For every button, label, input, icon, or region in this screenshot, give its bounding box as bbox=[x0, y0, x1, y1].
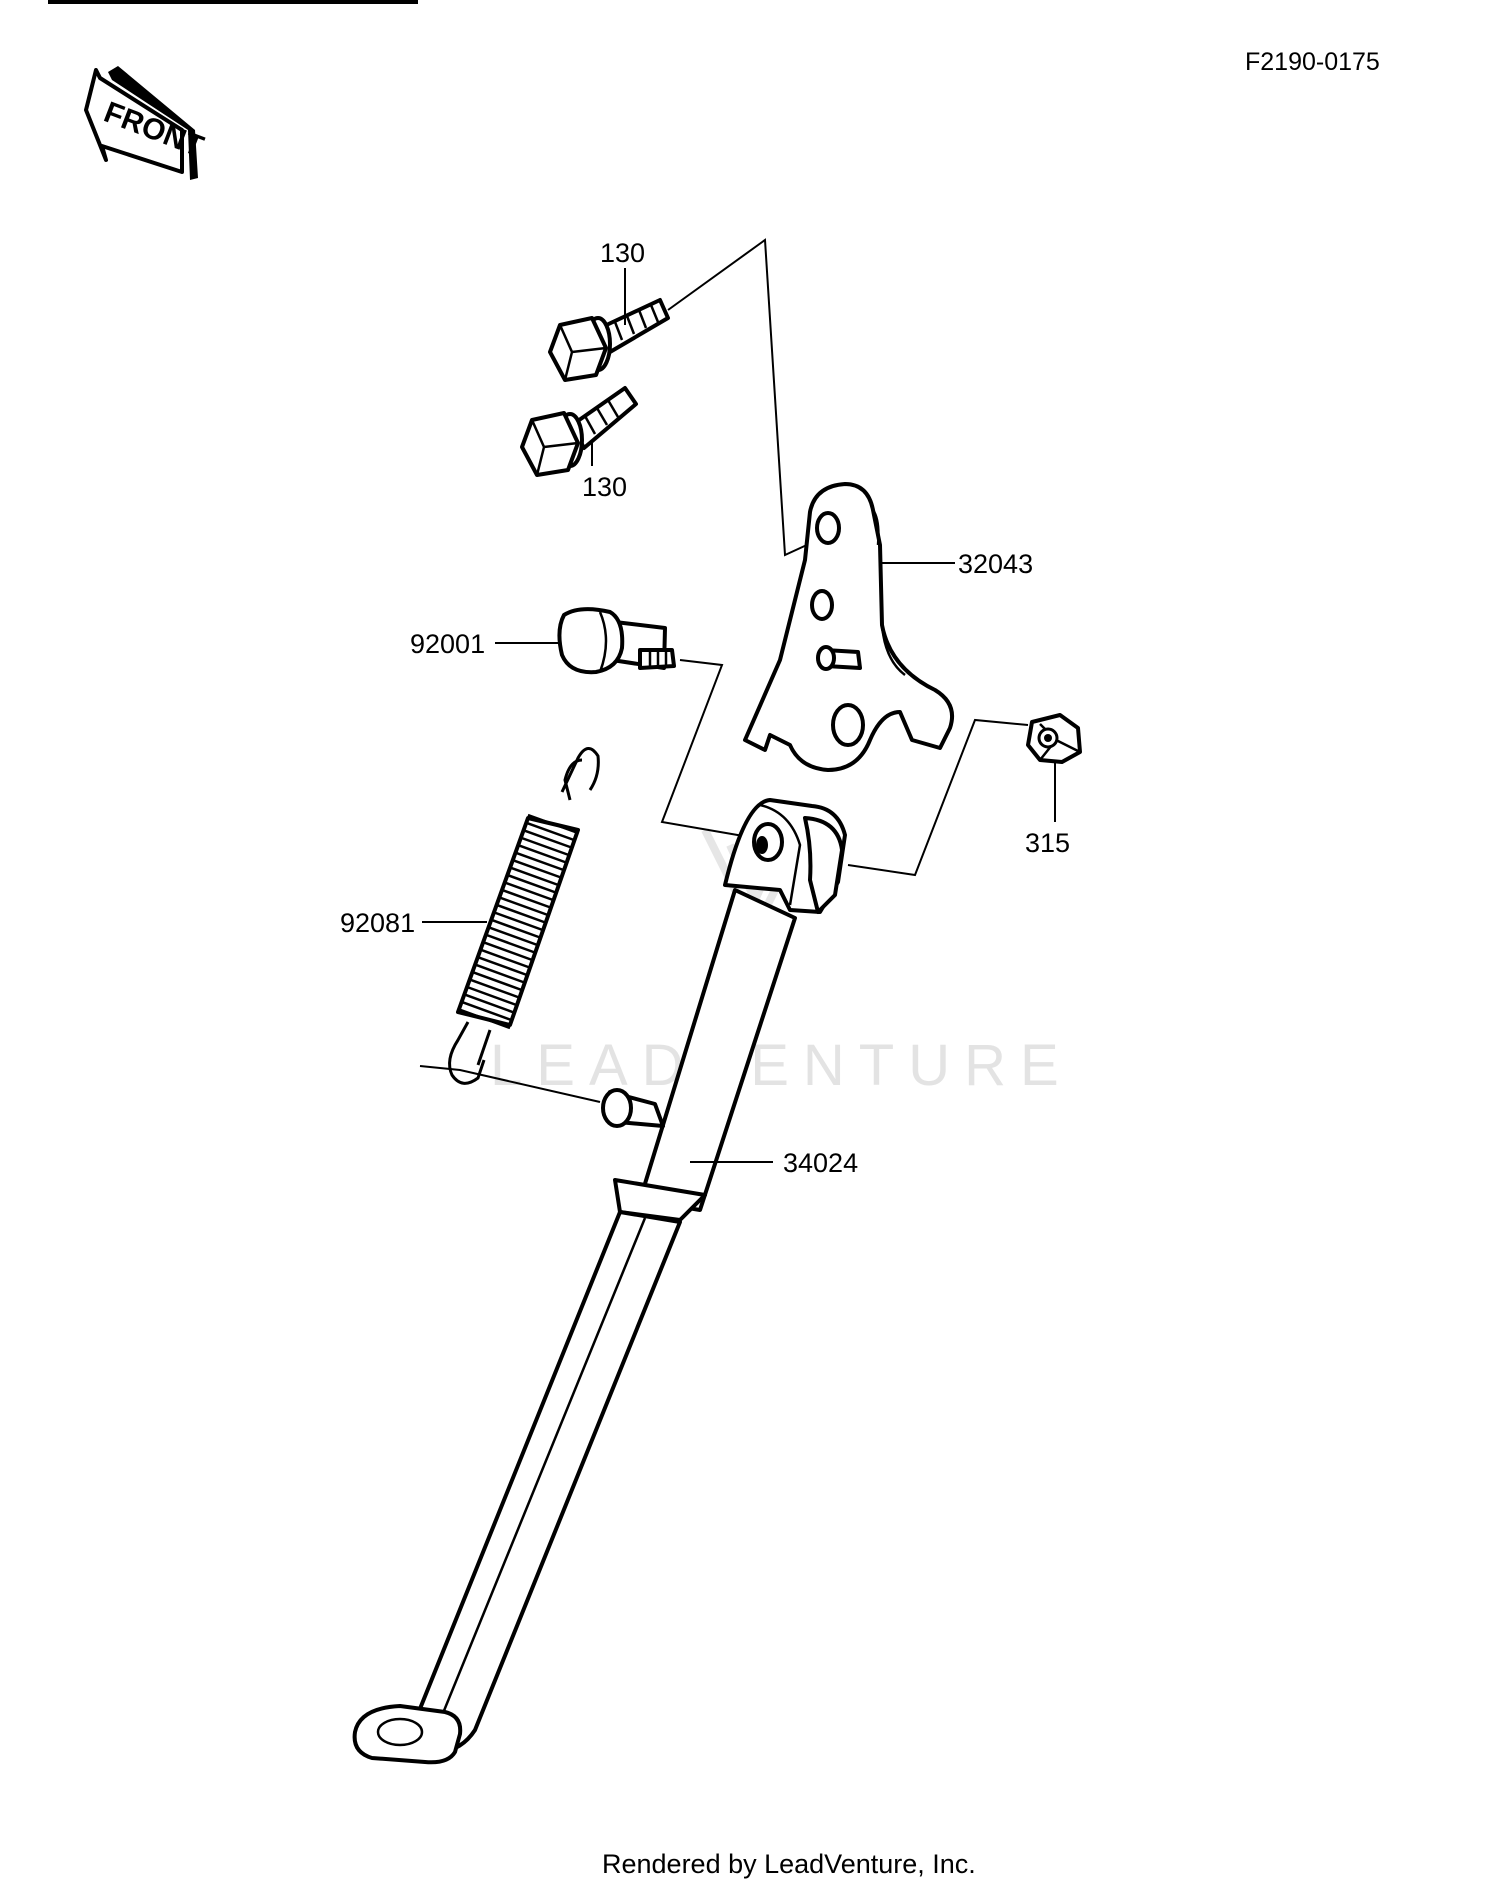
pivot-leader-line bbox=[660, 659, 756, 839]
nut-leader-line bbox=[847, 718, 1029, 877]
spring-winding bbox=[497, 895, 550, 917]
spring-winding bbox=[492, 910, 545, 932]
watermark: LEADVENTURE bbox=[490, 828, 1073, 1098]
callout-bolt-upper: 130 bbox=[600, 238, 645, 268]
spring-winding bbox=[524, 821, 576, 842]
spring-winding bbox=[503, 880, 555, 902]
side-stand-icon bbox=[352, 798, 847, 1765]
spring-winding bbox=[495, 903, 548, 925]
spring-icon bbox=[448, 747, 600, 1085]
spring-winding bbox=[462, 992, 516, 1015]
callout-bolt-lower: 130 bbox=[582, 472, 627, 502]
bolt-leader-line bbox=[667, 238, 823, 557]
bracket-icon bbox=[743, 482, 955, 772]
bolt-upper-icon bbox=[548, 298, 670, 382]
spring-winding bbox=[519, 836, 571, 857]
spring-winding bbox=[506, 873, 558, 895]
spring-winding bbox=[508, 866, 561, 887]
spring-winding bbox=[511, 858, 563, 880]
watermark-text: LEADVENTURE bbox=[490, 1033, 1073, 1098]
spring-winding bbox=[481, 940, 534, 962]
bolt-lower-icon bbox=[520, 386, 638, 477]
spring-winding bbox=[484, 933, 537, 955]
spring-winding bbox=[460, 1000, 514, 1022]
front-arrow-icon: FRONT bbox=[84, 66, 208, 180]
spring-winding bbox=[516, 843, 568, 865]
spring-winding bbox=[489, 918, 542, 940]
spring-winding bbox=[527, 813, 579, 835]
spring-winding bbox=[487, 925, 540, 947]
spring-winding bbox=[473, 963, 527, 985]
callout-spring: 92081 bbox=[340, 908, 415, 938]
pivot-bolt-icon bbox=[557, 607, 676, 675]
spring-winding bbox=[514, 851, 566, 872]
credit-text: Rendered by LeadVenture, Inc. bbox=[602, 1849, 976, 1879]
spring-winding bbox=[471, 970, 524, 992]
spring-winding bbox=[522, 828, 574, 850]
spring-winding bbox=[457, 1007, 511, 1030]
spring-winding bbox=[479, 948, 532, 970]
spring-winding bbox=[500, 888, 553, 910]
callout-pivot-bolt: 92001 bbox=[410, 629, 485, 659]
nut-icon bbox=[1026, 713, 1082, 764]
spring-winding bbox=[468, 977, 521, 1000]
spring-leader-line bbox=[419, 1065, 601, 1103]
callout-stand: 34024 bbox=[783, 1148, 858, 1178]
callout-bracket: 32043 bbox=[958, 549, 1033, 579]
spring-winding bbox=[465, 985, 519, 1007]
spring-winding bbox=[476, 955, 529, 977]
reference-code: F2190-0175 bbox=[1245, 48, 1380, 76]
callout-nut: 315 bbox=[1025, 828, 1070, 858]
